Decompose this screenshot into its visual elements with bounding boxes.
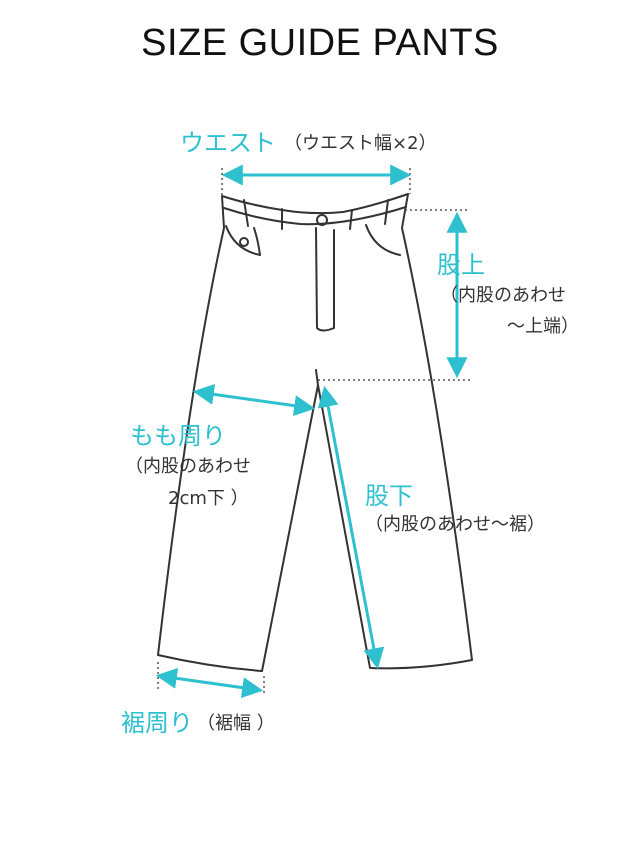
hem-label: 裾周り xyxy=(121,709,193,737)
thigh-arrow xyxy=(192,383,316,417)
inseam-arrow xyxy=(317,385,385,670)
rise-label: 股上 xyxy=(437,251,485,279)
thigh-note-line2: 2cm下 ） xyxy=(168,488,249,509)
thigh-note-line1: （内股のあわせ xyxy=(125,456,251,477)
rise-note-line2: 〜上端） xyxy=(507,316,579,337)
waist-note: （ウエスト幅×2） xyxy=(284,133,437,154)
page-title: SIZE GUIDE PANTS xyxy=(141,22,499,64)
thigh-label: もも周り xyxy=(130,422,226,450)
inseam-note: （内股のあわせ〜裾） xyxy=(365,514,545,535)
waist-label: ウエスト xyxy=(180,129,276,157)
hem-note: （裾幅 ） xyxy=(197,713,275,734)
measurement-arrows xyxy=(155,164,468,699)
pants-outline xyxy=(157,193,473,672)
hem-arrow xyxy=(155,667,264,699)
inseam-label: 股下 xyxy=(365,482,413,510)
rise-note-line1: （内股のあわせ xyxy=(440,285,566,306)
